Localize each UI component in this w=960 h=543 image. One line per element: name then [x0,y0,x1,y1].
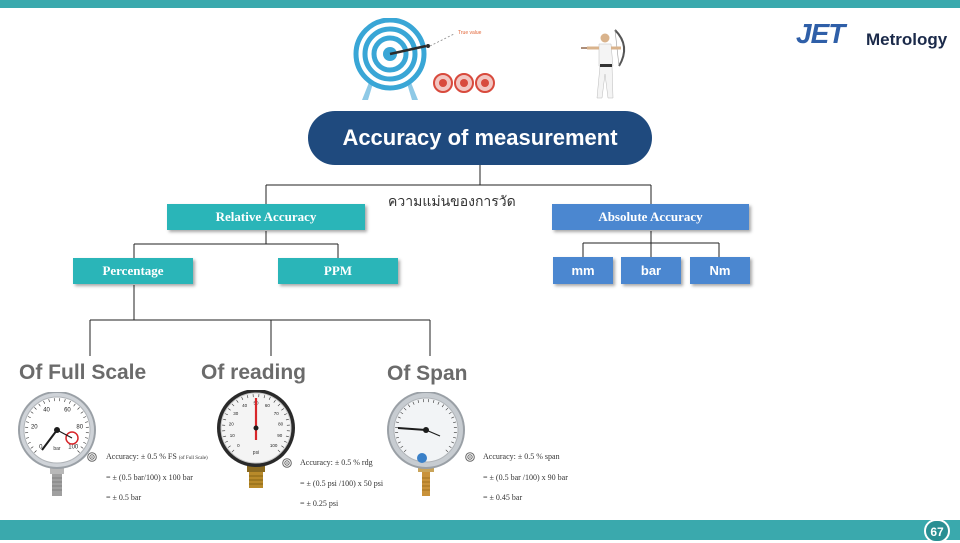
gauge-tick-label: 20 [229,422,235,427]
relative-accuracy-box: Relative Accuracy [167,204,365,230]
gauge-tick-label: 100 [68,444,79,450]
target-icon [87,452,97,462]
accuracy-line: Accuracy: ± 0.5 % FS [106,452,177,461]
gauge-tick-label: 10 [230,433,236,438]
thai-subtitle: ความแม่นของการวัด [388,191,516,213]
calculation-line: = ± (0.5 bar /100) x 90 bar [483,473,568,483]
full-scale-accuracy-notes: Accuracy: ± 0.5 % FS (of Full Scale) = ±… [106,452,226,504]
of-full-scale-label: Of Full Scale [19,361,146,385]
title-box: Accuracy of measurement [308,111,652,165]
gauge-tick-label: 40 [242,403,248,408]
bottom-band [0,520,960,540]
result-line: = ± 0.5 bar [106,493,141,503]
accuracy-line: Accuracy: ± 0.5 % rdg [300,458,373,468]
gauge-unit-label: psi [253,450,259,456]
target-icon [465,452,475,462]
unit-bar-box: bar [621,257,681,284]
target-icon [282,458,292,468]
accuracy-line: Accuracy: ± 0.5 % span [483,452,560,462]
gauge-tick-label: 60 [64,408,71,414]
calculation-line: = ± (0.5 psi /100) x 50 psi [300,479,383,489]
gauge-tick-label: 70 [274,411,280,416]
of-span-label: Of Span [387,362,468,386]
reading-accuracy-notes: Accuracy: ± 0.5 % rdg = ± (0.5 psi /100)… [300,458,420,510]
gauge-tick-label: 30 [233,411,239,416]
page-number: 67 [924,519,950,543]
percentage-box: Percentage [73,258,193,284]
gauge-tick-label: 90 [277,433,283,438]
unit-mm-box: mm [553,257,613,284]
absolute-accuracy-box: Absolute Accuracy [552,204,749,230]
span-accuracy-notes: Accuracy: ± 0.5 % span = ± (0.5 bar /100… [483,452,603,504]
accuracy-note: (of Full Scale) [179,456,208,461]
calculation-line: = ± (0.5 bar/100) x 100 bar [106,473,193,483]
gauge-tick-label: 20 [31,424,38,430]
gauge-unit-label: bar [53,446,61,452]
gauge-tick-label: 60 [265,403,271,408]
gauge-tick-label: 100 [270,443,278,448]
unit-nm-box: Nm [690,257,750,284]
gauge-tick-label: 80 [76,424,83,430]
gauge-tick-label: 80 [278,422,284,427]
gauge-tick-label: 40 [43,408,50,414]
reading-pressure-gauge: 0102030405060708090100 psi [215,390,299,492]
ppm-box: PPM [278,258,398,284]
result-line: = ± 0.45 bar [483,493,522,503]
of-reading-label: Of reading [201,361,306,385]
result-line: = ± 0.25 psi [300,499,338,509]
